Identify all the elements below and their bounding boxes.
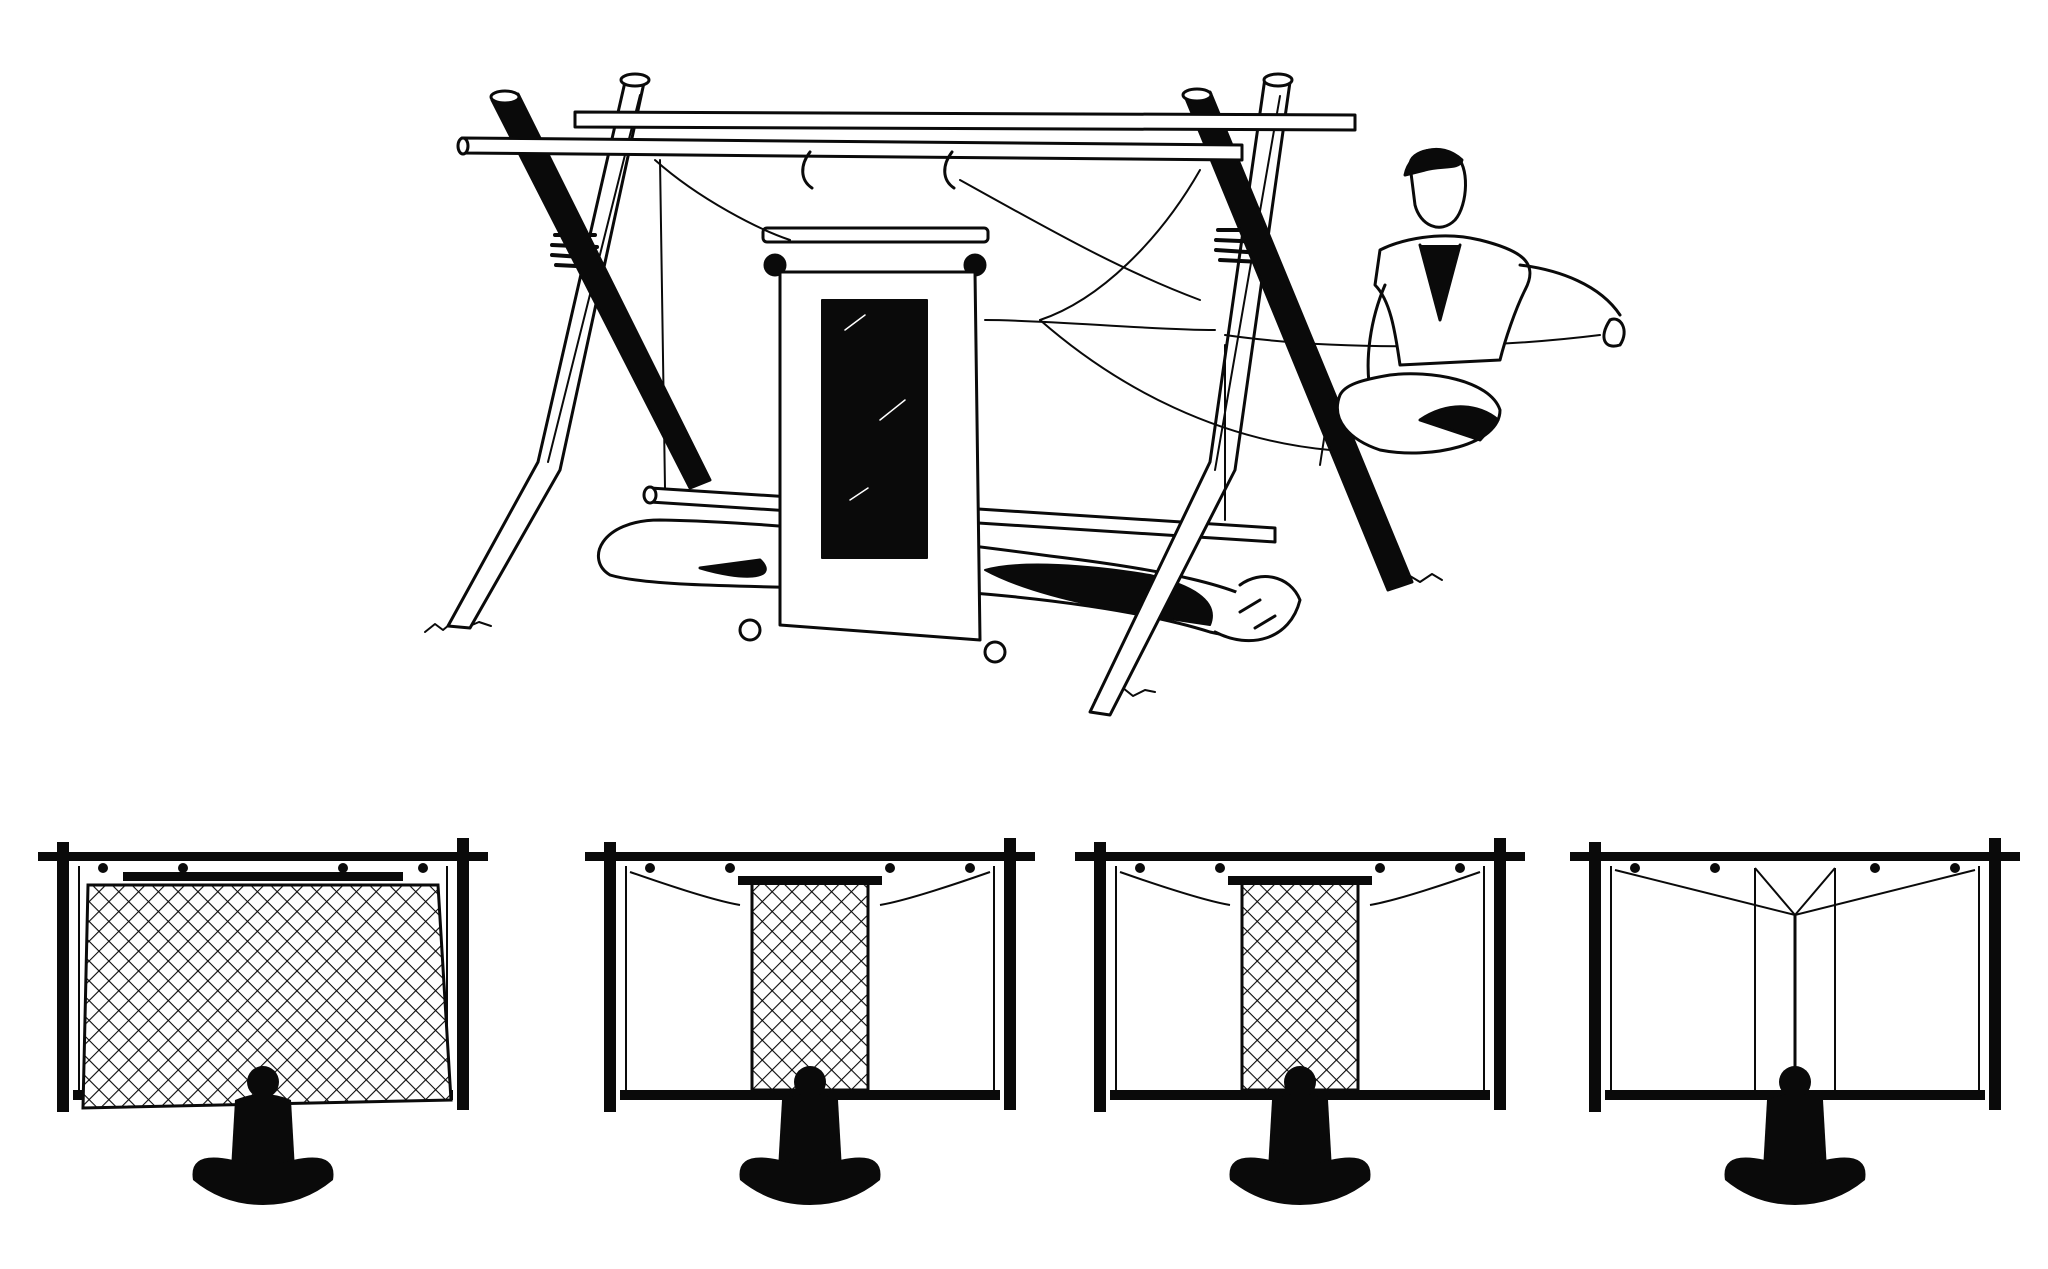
left-a-frame [446,72,712,630]
figure-legs [1229,1157,1371,1205]
seated-figure-silhouette [739,1066,881,1205]
hanger-loop [1710,863,1720,873]
shelter-frame-scene [424,72,1626,717]
sitting-person [1319,147,1626,466]
figure-legs [739,1157,881,1205]
figure-body [778,1094,842,1170]
hanger-loop [98,863,108,873]
net-panel [1240,878,1360,1092]
panel-1 [38,838,488,1205]
guy-cord [629,871,741,906]
frame-post [1004,838,1016,1110]
panel-3 [1075,838,1525,1205]
frame-top-bar [1075,852,1525,861]
hanger-loop [645,863,655,873]
figure-head [1779,1066,1811,1098]
hanger-loop [1375,863,1385,873]
figure-legs [1724,1157,1866,1205]
frame-post [1094,842,1106,1112]
hanger-loop [338,863,348,873]
hanger-loop [725,863,735,873]
frame-post [1494,838,1506,1110]
hanger-loop [1135,863,1145,873]
panel-2 [585,838,1035,1205]
figure-body [1763,1094,1827,1170]
frame-post [604,842,616,1112]
figure-body [1268,1094,1332,1170]
seated-figure-silhouette [1229,1066,1371,1205]
frame-top-bar [585,852,1035,861]
hanger-loop [178,863,188,873]
guy-cord [879,871,991,906]
hanger-loop [1870,863,1880,873]
seated-figure-silhouette [1724,1066,1866,1205]
frame-post [1989,838,2001,1110]
frame-top-bar [38,852,488,861]
ridge-pole [456,110,1357,162]
guy-cord [1119,871,1231,906]
hanging-panel [738,150,1007,664]
net-panel [750,878,870,1092]
figure-body [231,1094,295,1170]
figure-head [247,1066,279,1098]
seated-figure-silhouette [192,1066,334,1205]
net-panel [81,883,453,1110]
net-bar [1228,876,1372,885]
frame-post [57,842,69,1112]
hanger-loop [1950,863,1960,873]
figure-head [794,1066,826,1098]
frame-post [1589,842,1601,1112]
net-bar [738,876,882,885]
right-a-frame [1088,72,1414,717]
hanger-loop [885,863,895,873]
hanger-loop [418,863,428,873]
hanger-loop [1455,863,1465,873]
figure-head [1284,1066,1316,1098]
guy-cord [1614,869,1976,917]
guy-cords [654,159,1601,521]
hanger-loop [965,863,975,873]
frame-top-bar [1570,852,2020,861]
hanger-loop [1215,863,1225,873]
net-bar [123,872,403,881]
figure-legs [192,1157,334,1205]
panel-4 [1570,838,2020,1205]
frame-post [457,838,469,1110]
hanger-loop [1630,863,1640,873]
panel-row [38,838,2020,1205]
guy-cord [1369,871,1481,906]
